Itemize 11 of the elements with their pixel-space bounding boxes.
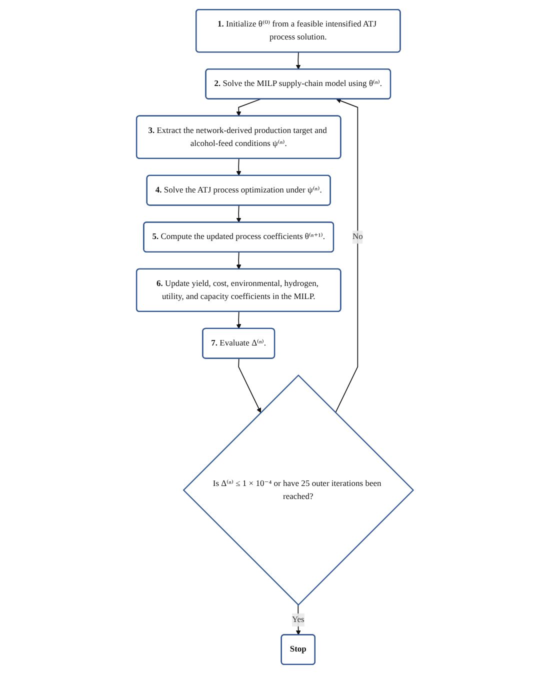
arrow (236, 311, 242, 329)
arrow (236, 252, 242, 270)
arrow (335, 98, 358, 414)
node-diamond: Is Δ⁽ⁿ⁾ ≤ 1 × 10⁻⁴ or have 25 outer iterations been reached? (182, 374, 414, 606)
arrow (236, 98, 262, 116)
arrow (236, 205, 242, 223)
arrow (238, 358, 262, 413)
arrow (296, 52, 301, 70)
edge-label: Yes (292, 615, 304, 624)
edge-label: No (352, 232, 363, 242)
arrow (236, 158, 242, 176)
